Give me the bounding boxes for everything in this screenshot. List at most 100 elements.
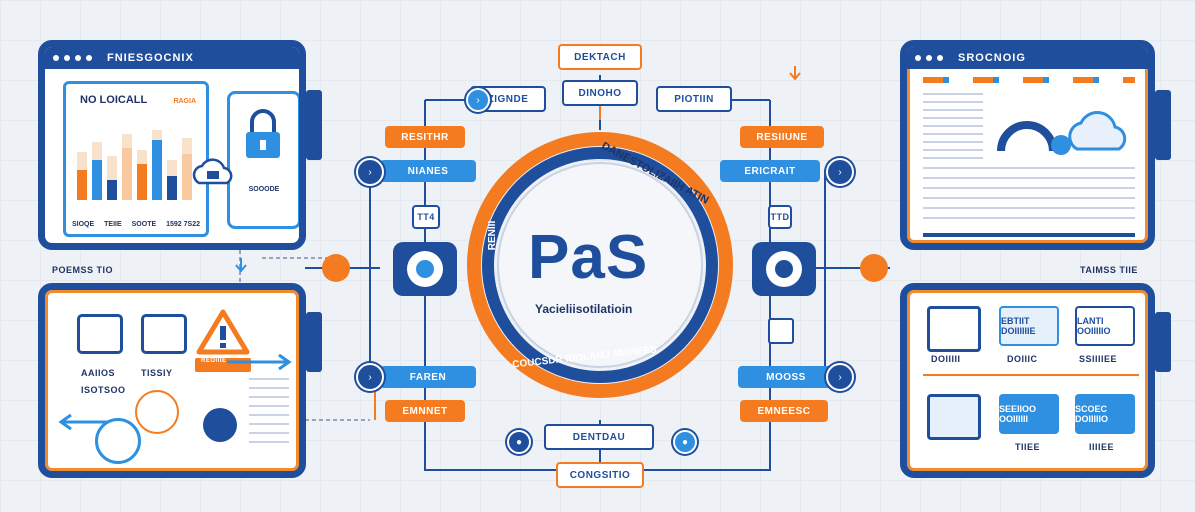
chart-badge: RAGIA <box>173 98 196 105</box>
window-dot <box>926 55 932 61</box>
info-card: EBTIIT DOIIIIIIE <box>999 306 1059 346</box>
panel-title: SROCNOIG <box>958 52 1026 64</box>
panel-side-tab <box>306 90 322 160</box>
tool-circle <box>135 390 179 434</box>
node-icon[interactable]: › <box>826 363 854 391</box>
window-dot <box>53 55 59 61</box>
node-icon[interactable]: › <box>466 88 490 112</box>
protin-pill[interactable]: PIOTIIN <box>656 86 732 112</box>
divider <box>923 374 1139 376</box>
bar-label: 1592 7S22 <box>166 221 200 228</box>
top-right-panel: SROCNOIG <box>900 40 1155 250</box>
bottom-left-panel: AAIIOS TISSIY ISOTSOO REOIIIE <box>38 283 306 478</box>
card-caption: TIIEE <box>1015 442 1041 452</box>
panel-side-tab <box>306 312 322 372</box>
resiiune-pill[interactable]: RESIIUNE <box>740 126 824 148</box>
info-card: SEEIIOO OOIIIIII <box>999 394 1059 434</box>
panel-heading: TAIMSS TIIE <box>1080 265 1138 275</box>
panel-side-tab <box>1155 312 1171 372</box>
gear-center <box>766 251 802 287</box>
card-caption: DOIIIC <box>1007 354 1038 364</box>
bar <box>137 164 147 200</box>
gear-icon <box>393 242 457 296</box>
bar <box>77 170 87 200</box>
lock-caption: SOOODE <box>248 186 280 193</box>
bottom-strip <box>923 233 1135 237</box>
data-columns <box>923 167 1135 227</box>
window-dot <box>915 55 921 61</box>
node-icon[interactable]: ● <box>507 430 531 454</box>
side-chip: TT4 <box>412 205 440 229</box>
bar-chart <box>77 130 192 200</box>
panel-heading: POEMSS TIO <box>52 265 114 275</box>
gear-center <box>407 251 443 287</box>
panel-title: FNIESGOCNIX <box>107 52 194 64</box>
monitor-icon <box>927 394 981 440</box>
bar <box>92 160 102 200</box>
faren-pill[interactable]: FAREN <box>380 366 476 388</box>
emnnet-pill[interactable]: EMNNET <box>385 400 465 422</box>
arrow-right-icon <box>227 353 292 371</box>
panel-label: ISOTSOO <box>81 385 126 395</box>
lock-card: SOOODE <box>227 91 299 229</box>
lock-icon <box>246 109 280 158</box>
bar-label: SIOQE <box>72 221 95 228</box>
panel-titlebar: SROCNOIG <box>907 47 1148 69</box>
nianes-pill[interactable]: NIANES <box>380 160 476 182</box>
cloud-icon <box>192 158 233 185</box>
text-lines <box>923 93 983 163</box>
panel-label: AAIIOS <box>81 368 116 378</box>
hub-title: PaS <box>528 223 649 292</box>
ericrait-pill[interactable]: ERICRAIT <box>720 160 820 182</box>
bar <box>107 180 117 200</box>
bar-bg <box>107 156 117 200</box>
text-lines <box>249 378 289 448</box>
user-circle <box>95 418 141 464</box>
panel-titlebar: FNIESGOCNIX <box>45 47 299 69</box>
panel-label: REOIIIE <box>201 358 227 364</box>
window-dot <box>64 55 70 61</box>
window-dot <box>75 55 81 61</box>
status-strip <box>923 77 1135 83</box>
window-dot <box>937 55 943 61</box>
gear-icon <box>752 242 816 296</box>
top-left-panel: FNIESGOCNIX NO LOICALL RAGIA SIOQE TEIIE… <box>38 40 306 250</box>
cloud-icon <box>997 111 1127 155</box>
node-icon[interactable]: › <box>826 158 854 186</box>
bar <box>182 154 192 200</box>
dinoho-pill[interactable]: DINOHO <box>562 80 638 106</box>
resithr-pill[interactable]: RESITHR <box>385 126 465 148</box>
card-caption: SSIIIIEE <box>1079 354 1118 364</box>
info-card: LANTI OOIIIIIO <box>1075 306 1135 346</box>
card-caption: IIIIEE <box>1089 442 1115 452</box>
icon-tile <box>141 314 187 354</box>
node-icon[interactable]: › <box>356 363 384 391</box>
warning-icon <box>196 309 250 355</box>
node-icon[interactable]: ● <box>673 430 697 454</box>
top-pill[interactable]: DEKTACH <box>558 44 642 70</box>
congsitio-pill[interactable]: CONGSITIO <box>556 462 644 488</box>
small-chip <box>768 318 794 344</box>
panel-side-tab <box>1155 90 1171 160</box>
bar <box>152 140 162 200</box>
hub-subtitle: Yacieliisotilatioin <box>535 302 633 316</box>
chart-card: NO LOICALL RAGIA SIOQE TEIIE SOOTE 1592 … <box>63 81 209 237</box>
hub-ring <box>467 132 733 398</box>
dentdau-pill[interactable]: DENTDAU <box>544 424 654 450</box>
emneesc-pill[interactable]: EMNEESC <box>740 400 828 422</box>
window-dot <box>86 55 92 61</box>
bar-label: TEIIE <box>104 221 122 228</box>
icon-tile <box>77 314 123 354</box>
arrow-down-icon <box>235 258 247 273</box>
bar <box>167 176 177 200</box>
card-caption: DOIIIII <box>931 354 961 364</box>
drop-circle <box>203 408 237 442</box>
arrow-down-icon <box>789 66 801 81</box>
monitor-icon <box>927 306 981 352</box>
panel-label: TISSIY <box>141 368 173 378</box>
bottom-right-panel: EBTIIT DOIIIIIIE LANTI OOIIIIIO DOIIIII … <box>900 283 1155 478</box>
mooss-pill[interactable]: MOOSS <box>738 366 834 388</box>
node-icon[interactable]: › <box>356 158 384 186</box>
bar-label: SOOTE <box>131 221 157 228</box>
side-chip: TTD <box>768 205 792 229</box>
